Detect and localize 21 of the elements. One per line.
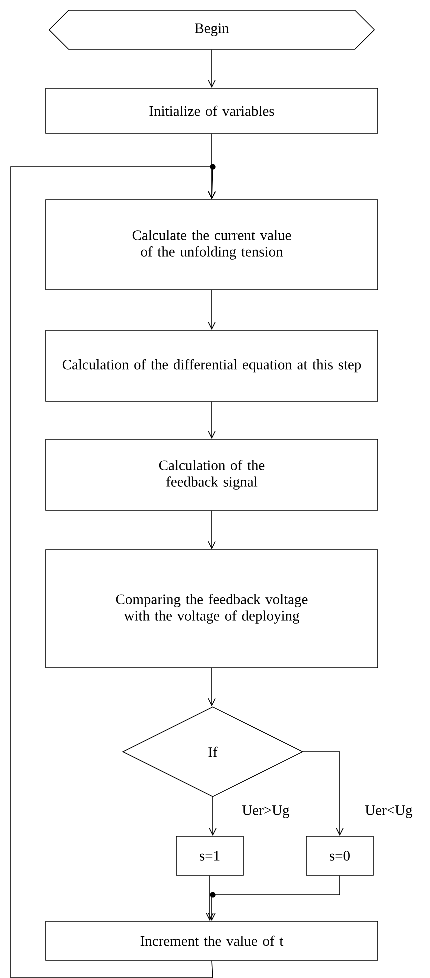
- arrow: [209, 797, 217, 836]
- process-box: Initialize of variables: [46, 88, 378, 134]
- arrow: [208, 668, 216, 707]
- arrow: [206, 876, 214, 922]
- process-box: Calculation of the feedback signal: [46, 439, 378, 511]
- arrow: [208, 50, 216, 88]
- process-box: Increment the value of t: [46, 921, 378, 961]
- arrow: [303, 752, 344, 836]
- process-box: s=1: [176, 836, 244, 876]
- arrow: [10, 166, 216, 978]
- arrow: [208, 510, 216, 550]
- terminator-box: Begin: [49, 10, 375, 50]
- edge-label: Uer<Ug: [364, 804, 414, 820]
- arrow: [208, 290, 216, 330]
- process-box: s=0: [306, 836, 374, 876]
- process-box: Comparing the feedback voltage with the voltage of deploying: [46, 550, 378, 668]
- edge-label: Uer>Ug: [241, 804, 291, 820]
- arrow: [208, 876, 340, 922]
- arrow: [208, 402, 216, 440]
- process-box: Calculate the current value of the unfolding tension: [46, 200, 378, 290]
- process-box: Calculation of the differential equation at this step: [46, 330, 378, 402]
